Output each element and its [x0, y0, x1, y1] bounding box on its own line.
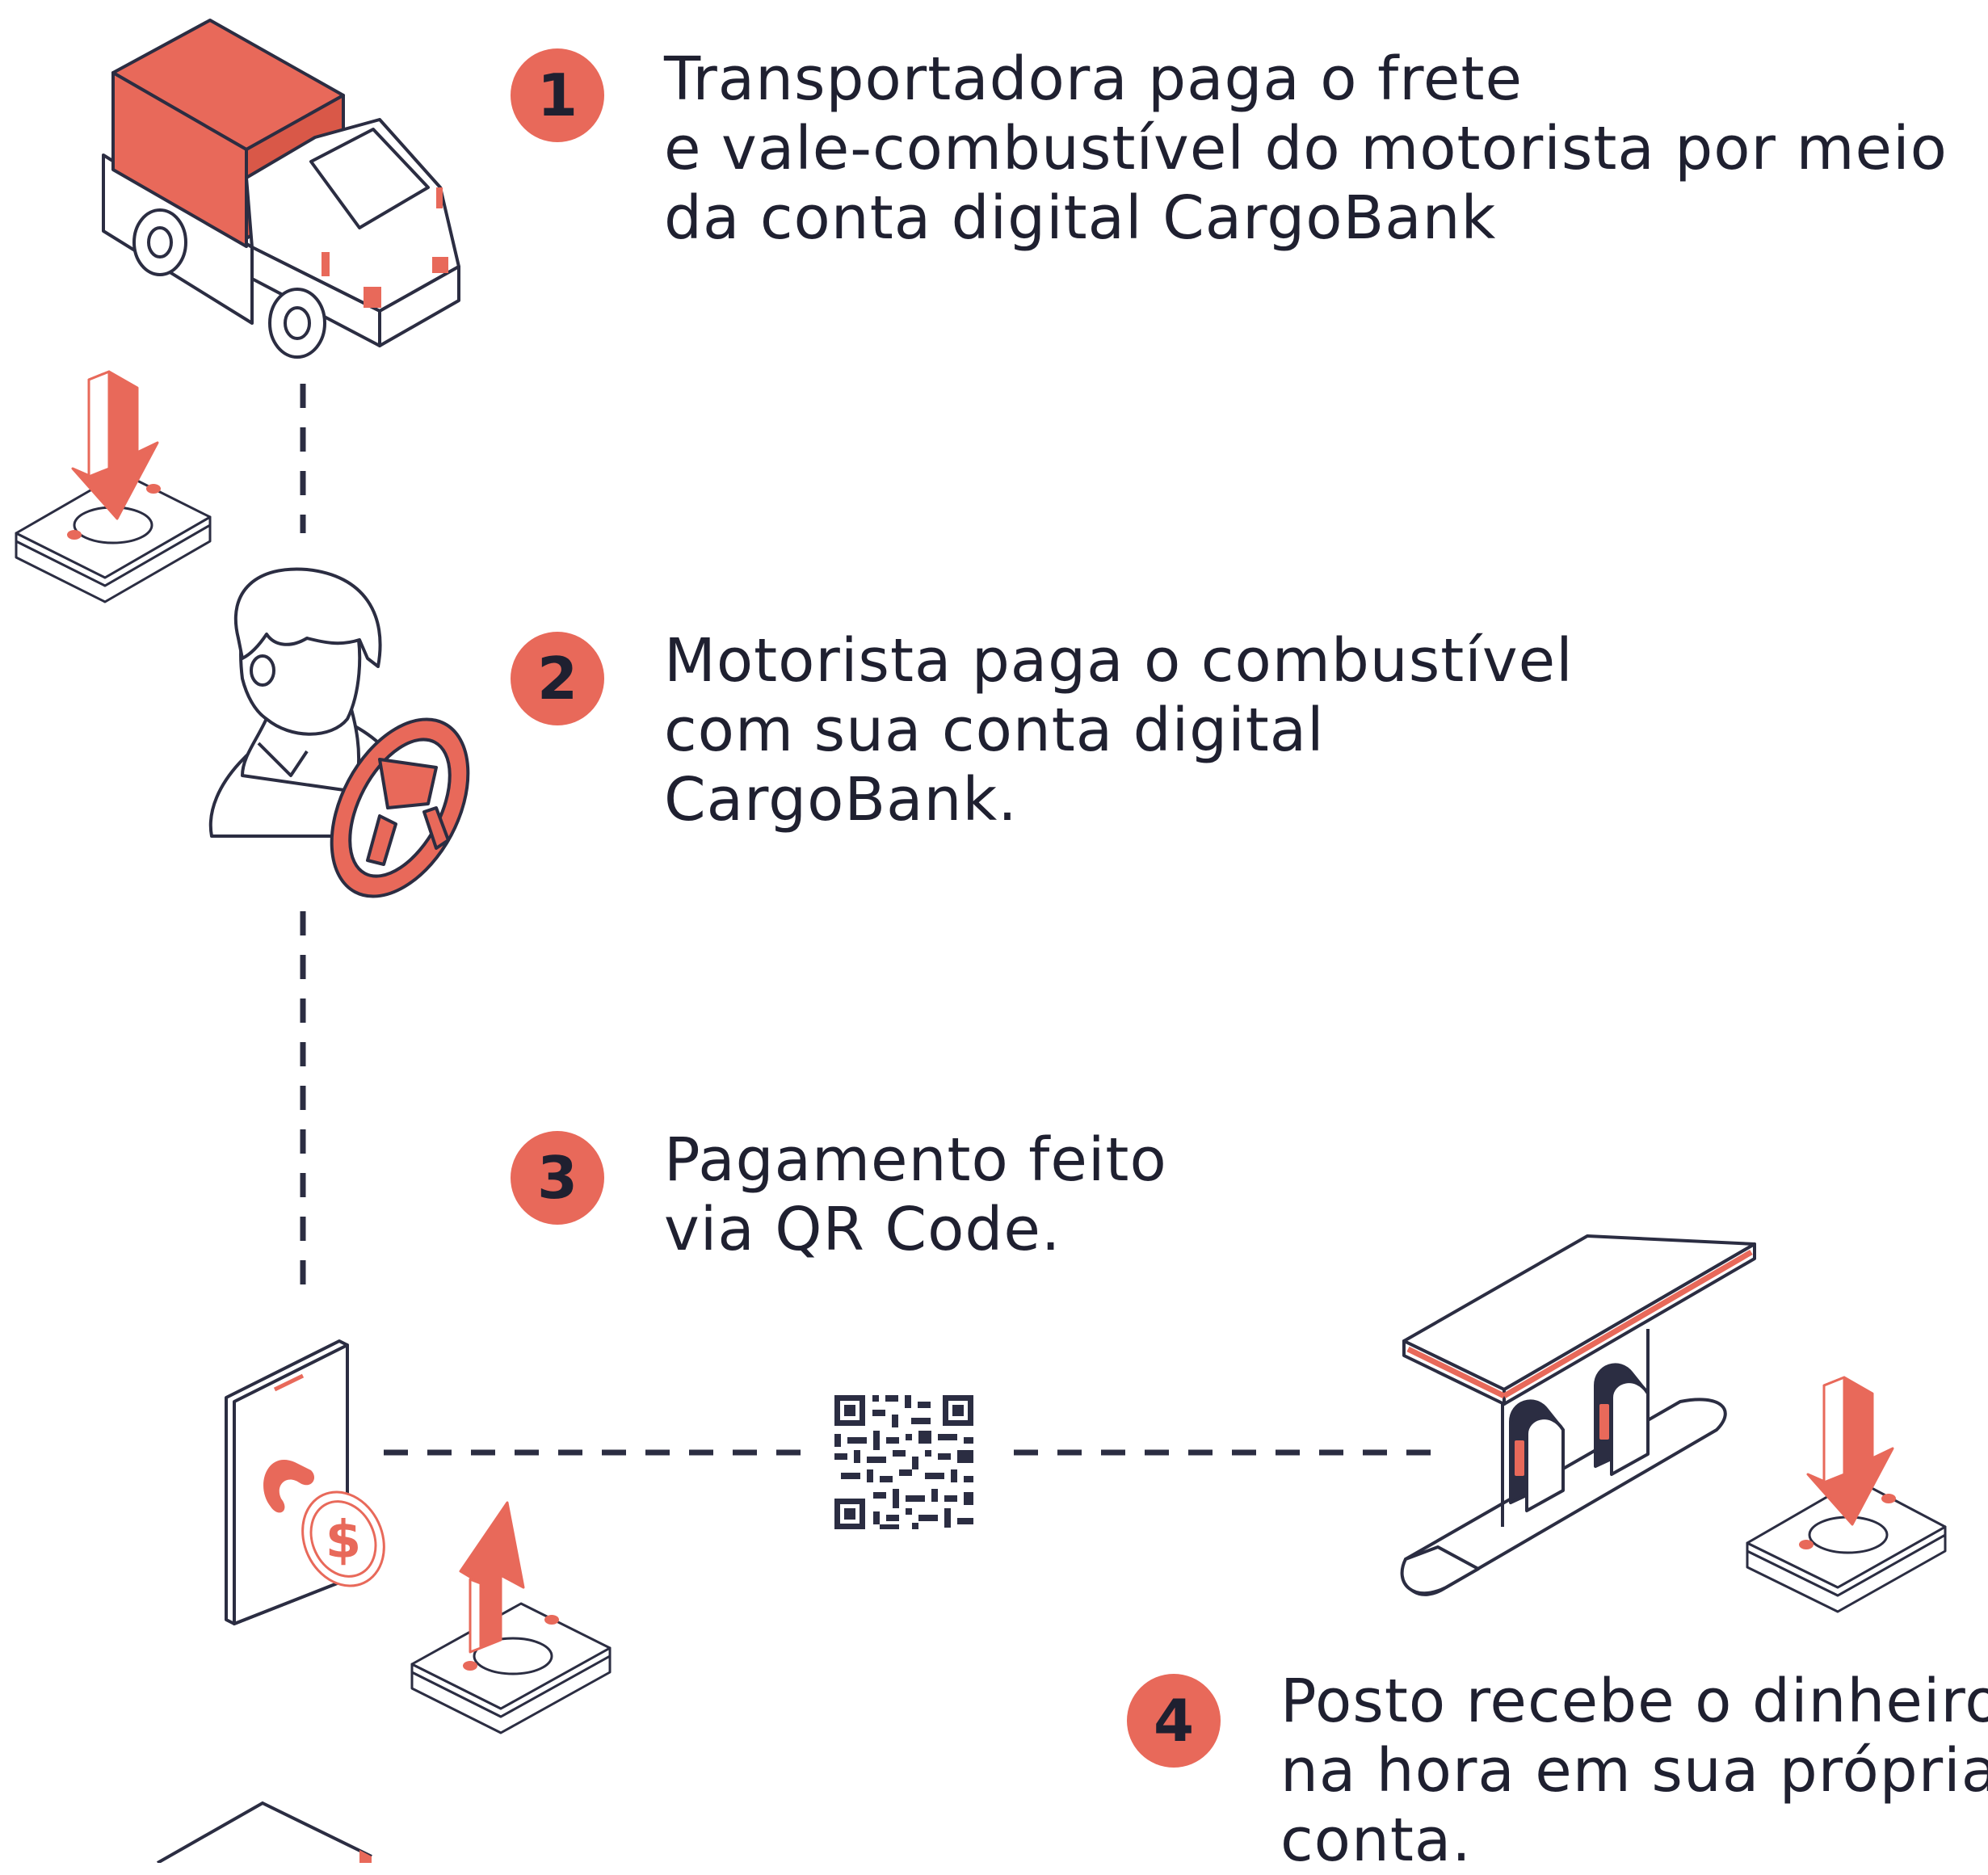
- step-3-badge: 3: [511, 1131, 604, 1225]
- flow-connector-lines: [300, 384, 1446, 1456]
- step-1-number: 1: [536, 61, 578, 129]
- steering-wheel-icon: [330, 717, 470, 898]
- gas-station-icon: [1400, 1234, 1756, 1596]
- qr-code-icon: [834, 1395, 973, 1529]
- partial-box-icon: [157, 1801, 372, 1863]
- step-3-line-1: Pagamento feito: [664, 1125, 1167, 1195]
- step-4-number: 4: [1153, 1687, 1195, 1755]
- step-1-line-3: da conta digital CargoBank: [664, 183, 1497, 253]
- step-2-text: Motorista paga o combustível com sua con…: [664, 626, 1574, 835]
- step-3-line-2: via QR Code.: [664, 1195, 1061, 1264]
- money-received-icon: [1746, 1376, 1947, 1613]
- step-2-number: 2: [536, 645, 578, 713]
- step-3-text: Pagamento feito via QR Code.: [664, 1125, 1167, 1264]
- step-2-line-1: Motorista paga o combustível: [664, 626, 1574, 696]
- step-4-badge: 4: [1127, 1674, 1221, 1768]
- money-withdraw-icon: [410, 1501, 612, 1734]
- step-2-badge: 2: [511, 632, 604, 725]
- step-4-text: Posto recebe o dinheiro na hora em sua p…: [1280, 1667, 1988, 1875]
- step-3-number: 3: [536, 1144, 578, 1212]
- dollar-coin-icon: $: [301, 1490, 385, 1587]
- svg-text:$: $: [326, 1511, 362, 1570]
- step-1-text: Transportadora paga o frete e vale-combu…: [664, 44, 1948, 253]
- step-2-line-3: CargoBank.: [664, 765, 1018, 835]
- money-deposit-icon: [15, 370, 212, 603]
- step-1-badge: 1: [511, 48, 604, 142]
- truck-icon: [102, 19, 460, 359]
- phone-payment-icon: [225, 1339, 349, 1625]
- step-4-line-2: na hora em sua própria: [1280, 1736, 1988, 1806]
- step-4-line-3: conta.: [1280, 1806, 1472, 1875]
- step-4-line-1: Posto recebe o dinheiro: [1280, 1667, 1988, 1736]
- step-2-line-2: com sua conta digital: [664, 696, 1325, 765]
- step-1-line-1: Transportadora paga o frete: [664, 44, 1523, 114]
- step-1-line-2: e vale-combustível do motorista por meio: [664, 114, 1948, 183]
